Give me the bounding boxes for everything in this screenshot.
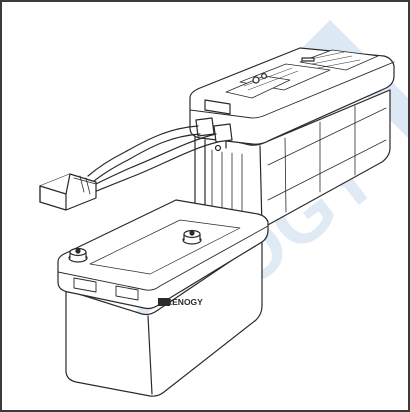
battery-terminal-right [182,229,202,245]
battery-brand-label: RENOGY [166,297,203,307]
battery-terminal-left [68,247,88,263]
brand-logo-mark [158,298,170,306]
battery-unit [57,199,269,397]
